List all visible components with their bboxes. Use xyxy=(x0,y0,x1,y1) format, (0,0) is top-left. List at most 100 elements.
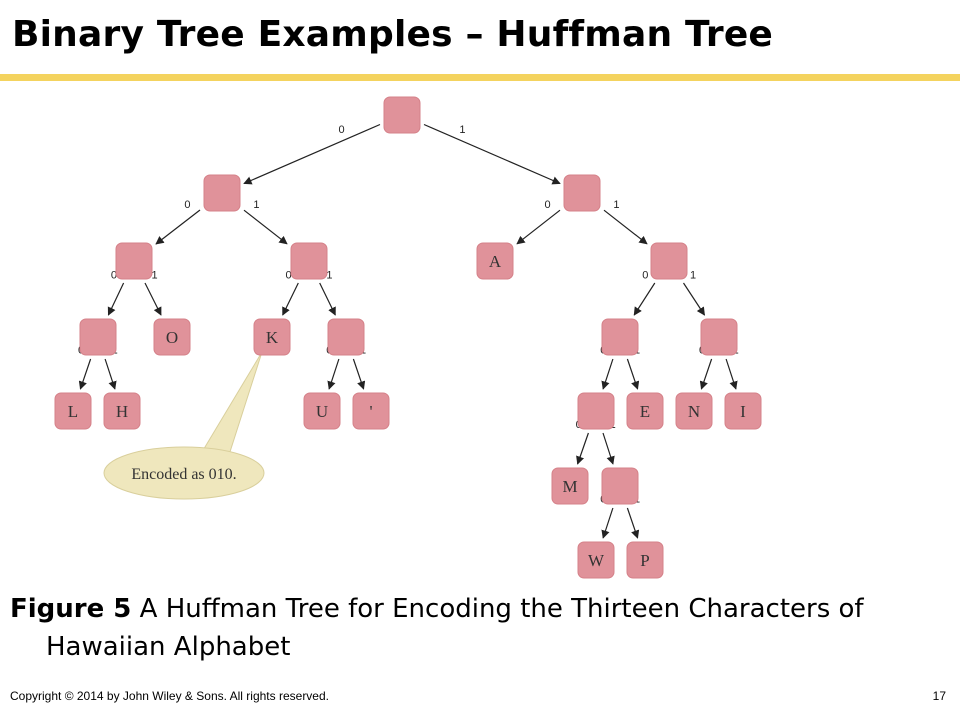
tree-node-n110010: W xyxy=(577,541,615,579)
edge-bit-label: 0 xyxy=(339,124,345,136)
tree-node-label: U xyxy=(316,402,328,421)
tree-node-label: P xyxy=(640,551,649,570)
tree-node-label: I xyxy=(740,402,746,421)
edge-bit-label: 1 xyxy=(690,269,696,281)
tree-node-box xyxy=(383,96,421,134)
figure-caption: Figure 5 A Huffman Tree for Encoding the… xyxy=(10,590,960,666)
tree-node-label: L xyxy=(68,402,78,421)
edge-bit-label: 1 xyxy=(459,124,465,136)
tree-edge-n0-n01 xyxy=(243,209,288,245)
tree-node-box xyxy=(103,392,141,430)
tree-node-box xyxy=(290,242,328,280)
tree-edge-n0-n00 xyxy=(155,209,201,245)
tree-edge-n1-n10 xyxy=(516,209,561,245)
tree-edge-n110-n1101 xyxy=(626,358,640,390)
slide-title: Binary Tree Examples – Huffman Tree xyxy=(12,14,774,55)
edge-bit-label: 0 xyxy=(545,199,551,211)
figure-caption-text: A Huffman Tree for Encoding the Thirteen… xyxy=(46,594,864,662)
edge-bit-label: 0 xyxy=(642,269,648,281)
callout-layer: Encoded as 010. xyxy=(103,351,265,500)
tree-edge-n11-n111 xyxy=(682,282,706,316)
tree-node-n01 xyxy=(290,242,328,280)
tree-node-n0000: L xyxy=(54,392,92,430)
tree-node-label: W xyxy=(588,551,605,570)
tree-edge-n11001-n110011 xyxy=(626,507,640,539)
tree-node-n1111: I xyxy=(724,392,762,430)
tree-node-box xyxy=(626,392,664,430)
tree-edge-n01-n011 xyxy=(319,282,336,316)
tree-edge-n1-n11 xyxy=(603,209,648,245)
tree-node-n1100 xyxy=(577,392,615,430)
tree-node-box xyxy=(626,541,664,579)
tree-edge-n11001-n110010 xyxy=(601,507,614,539)
tree-node-root xyxy=(383,96,421,134)
tree-node-box xyxy=(476,242,514,280)
tree-edge-n01-n010 xyxy=(282,282,299,316)
tree-node-box xyxy=(700,318,738,356)
tree-edge-n00-n001 xyxy=(144,282,162,316)
edge-bit-label: 1 xyxy=(326,269,332,281)
tree-edge-n011-n0111 xyxy=(352,358,366,390)
tree-node-n111 xyxy=(700,318,738,356)
tree-node-n0001: H xyxy=(103,392,141,430)
tree-node-box xyxy=(601,467,639,505)
tree-node-box xyxy=(724,392,762,430)
tree-node-n0111: ' xyxy=(352,392,390,430)
tree-node-box xyxy=(79,318,117,356)
tree-edge-n111-n1110 xyxy=(699,358,713,390)
title-underline xyxy=(0,74,960,81)
tree-node-box xyxy=(303,392,341,430)
tree-node-label: ' xyxy=(369,402,372,421)
node-layer: A O K L H U ' E N I M W P xyxy=(54,96,762,579)
tree-edge-n110-n1100 xyxy=(601,358,614,390)
tree-edge-n1100-n11000 xyxy=(576,432,589,465)
tree-edge-n1100-n11001 xyxy=(602,432,615,465)
callout-pointer xyxy=(201,351,263,459)
copyright-notice: Copyright © 2014 by John Wiley & Sons. A… xyxy=(10,689,329,703)
tree-edge-n111-n1111 xyxy=(725,358,738,390)
edge-bit-label: 1 xyxy=(613,199,619,211)
tree-node-n000 xyxy=(79,318,117,356)
tree-node-n001: O xyxy=(153,318,191,356)
tree-node-n11000: M xyxy=(551,467,589,505)
tree-edge-root-n1 xyxy=(423,123,561,185)
tree-node-box xyxy=(551,467,589,505)
tree-edge-n000-n0001 xyxy=(104,358,117,390)
tree-edge-n11-n110 xyxy=(633,282,656,316)
tree-node-box xyxy=(253,318,291,356)
tree-node-box xyxy=(352,392,390,430)
tree-node-n1101: E xyxy=(626,392,664,430)
tree-node-box xyxy=(601,318,639,356)
tree-node-n011 xyxy=(327,318,365,356)
tree-node-label: H xyxy=(116,402,128,421)
edge-bit-label: 1 xyxy=(152,269,158,281)
tree-node-n00 xyxy=(115,242,153,280)
tree-edge-n000-n0000 xyxy=(78,358,92,390)
tree-node-box xyxy=(115,242,153,280)
tree-node-n0 xyxy=(203,174,241,212)
edge-bit-label: 0 xyxy=(286,269,292,281)
edge-bit-label: 1 xyxy=(253,199,259,211)
tree-node-label: E xyxy=(640,402,650,421)
tree-edge-n011-n0110 xyxy=(327,358,340,390)
tree-node-n010: K xyxy=(253,318,291,356)
edge-bit-label: 0 xyxy=(111,269,117,281)
huffman-tree-diagram: Encoded as 010. 010101010101010101010101… xyxy=(54,96,762,579)
tree-node-box xyxy=(577,541,615,579)
tree-node-label: A xyxy=(489,252,502,271)
tree-node-box xyxy=(675,392,713,430)
callout-text: Encoded as 010. xyxy=(131,466,236,483)
tree-node-n11001 xyxy=(601,467,639,505)
tree-node-box xyxy=(577,392,615,430)
tree-node-box xyxy=(54,392,92,430)
tree-node-n10: A xyxy=(476,242,514,280)
tree-node-n1110: N xyxy=(675,392,713,430)
tree-edge-root-n0 xyxy=(243,123,381,185)
tree-node-label: O xyxy=(166,328,178,347)
tree-node-label: N xyxy=(688,402,700,421)
tree-node-label: M xyxy=(562,477,577,496)
tree-node-n0110: U xyxy=(303,392,341,430)
tree-node-label: K xyxy=(266,328,279,347)
tree-node-box xyxy=(327,318,365,356)
tree-node-box xyxy=(203,174,241,212)
